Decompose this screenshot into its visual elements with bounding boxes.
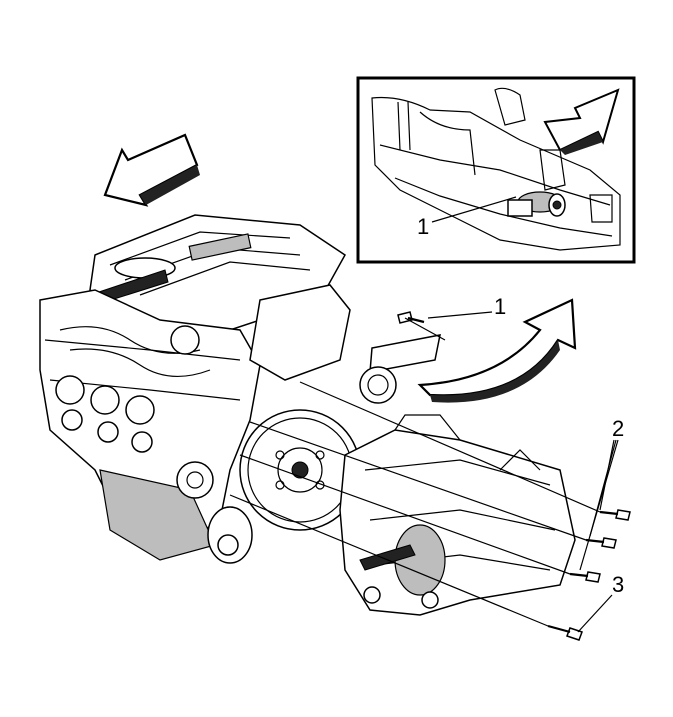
transmission-assembly [339, 414, 576, 616]
alignment-lines [229, 317, 601, 627]
bolt-3 [547, 624, 583, 641]
direction-arrow-icon [543, 88, 620, 155]
inset-detail: 1 [356, 76, 636, 264]
rotation-arrow-icon [417, 298, 577, 403]
inset-callout-1: 1 [417, 214, 429, 239]
bolt-2c [569, 571, 601, 583]
flywheel [239, 409, 361, 531]
direction-arrow-icon [103, 133, 200, 207]
callout-1: 1 [494, 294, 506, 319]
callout-2: 2 [612, 416, 624, 441]
engine-assembly [39, 214, 351, 564]
leader-1 [427, 311, 493, 319]
adapter-plate [359, 334, 441, 404]
callout-3: 3 [612, 572, 624, 597]
leader-2c [579, 439, 619, 571]
bolt-2a [599, 509, 631, 521]
bolt-2b [585, 537, 617, 549]
leader-3 [577, 594, 613, 633]
